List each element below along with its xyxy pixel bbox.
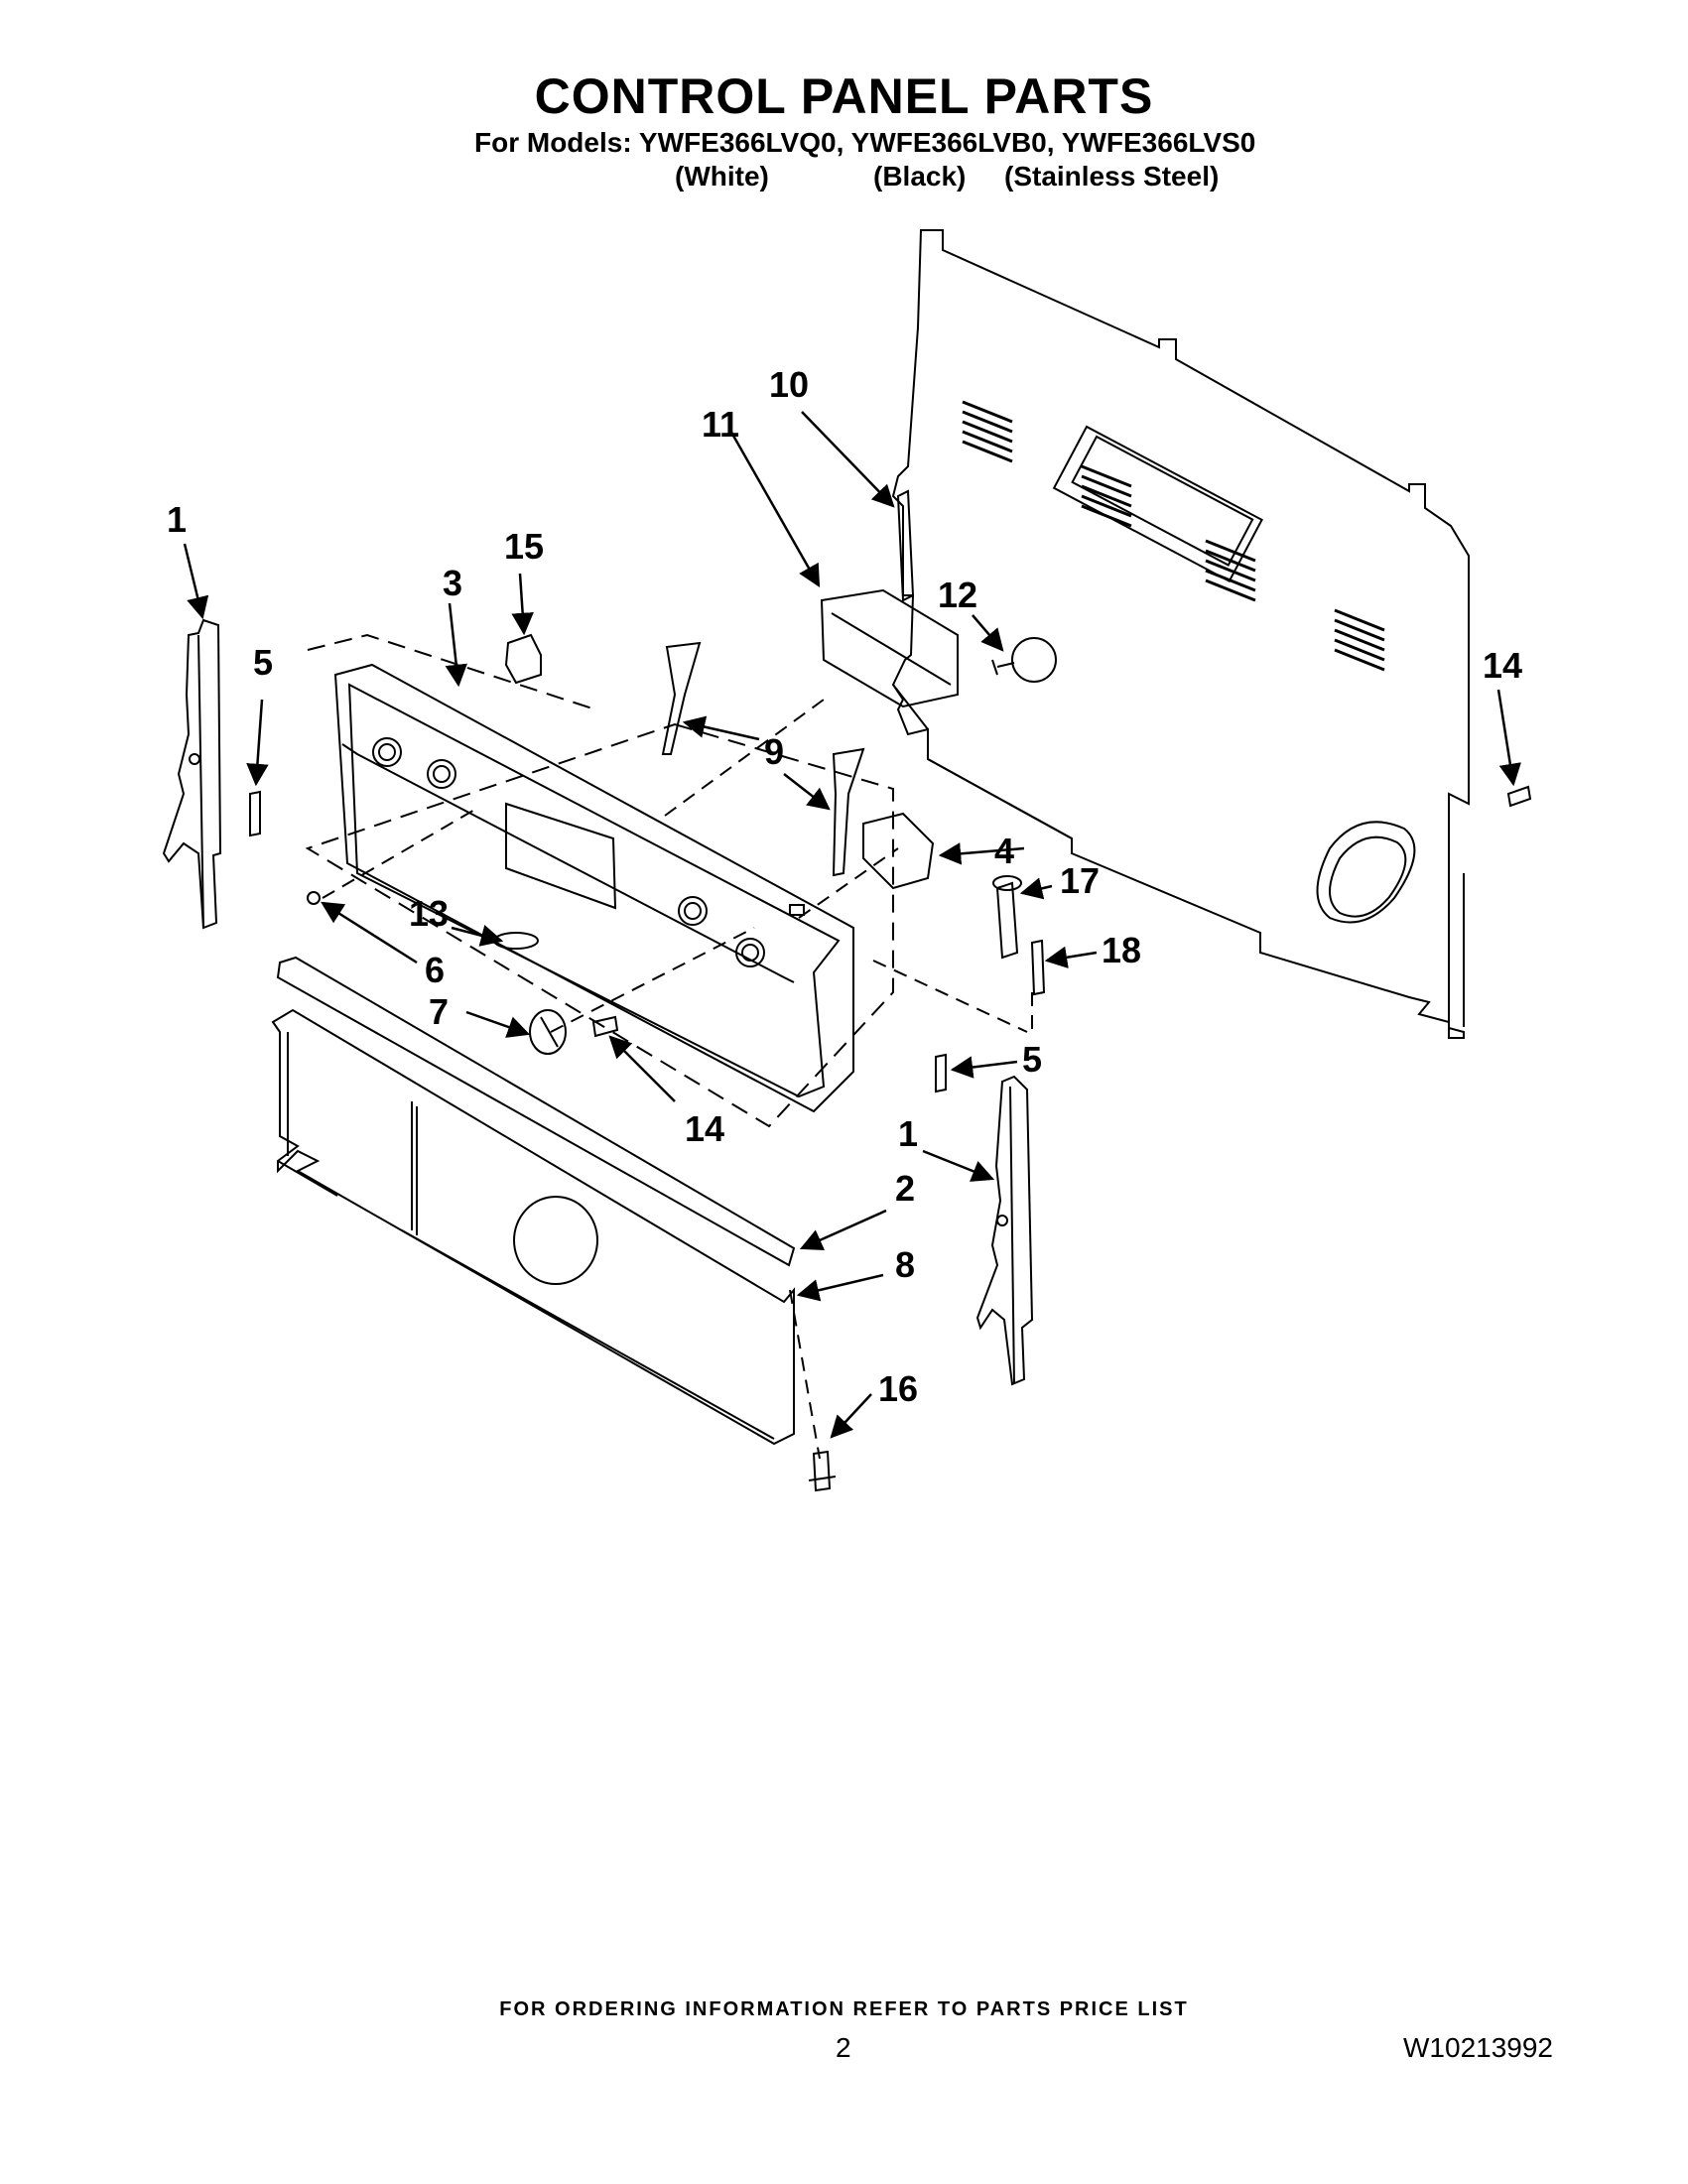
leader-arrows [183, 411, 1521, 1439]
assembly-lines [322, 699, 1033, 1460]
side-bracket-left-drawing [162, 618, 222, 930]
page-number: 2 [836, 2032, 851, 2063]
rear-panel-drawing [891, 229, 1470, 1039]
models-line: For Models: YWFE366LVQ0, YWFE366LVB0, YW… [474, 127, 1256, 158]
side-bracket-right-drawing [975, 1075, 1034, 1386]
callout-14-right: 14 [1483, 645, 1522, 686]
callout-14-center: 14 [685, 1108, 724, 1149]
page-title: CONTROL PANEL PARTS [534, 68, 1154, 124]
callout-7: 7 [429, 991, 449, 1032]
callout-1-left: 1 [167, 499, 187, 540]
variant-white: (White) [675, 161, 769, 192]
callout-1-right: 1 [898, 1113, 918, 1154]
callout-12: 12 [938, 575, 977, 615]
callout-10: 10 [769, 364, 809, 405]
control-panel-drawing [305, 633, 894, 1128]
document-number: W10213992 [1403, 2032, 1554, 2063]
ordering-note: FOR ORDERING INFORMATION REFER TO PARTS … [499, 1998, 1189, 2020]
callout-5-left: 5 [253, 642, 273, 683]
callout-17: 17 [1060, 860, 1100, 901]
variant-black: (Black) [873, 161, 967, 192]
lower-panel-drawing [271, 956, 796, 1446]
callout-15: 15 [504, 526, 544, 567]
callout-13: 13 [409, 893, 449, 934]
rear-panel-vents [962, 400, 1385, 672]
callout-11: 11 [702, 404, 739, 445]
callout-3: 3 [443, 563, 462, 603]
callout-18: 18 [1102, 930, 1141, 970]
callout-4: 4 [994, 831, 1014, 871]
callout-2: 2 [895, 1168, 915, 1209]
callout-6: 6 [425, 950, 445, 990]
callout-8: 8 [895, 1244, 915, 1285]
small-parts-drawing [249, 489, 1532, 1492]
callout-5-right: 5 [1022, 1039, 1042, 1080]
callout-labels: 1 15 3 5 10 11 12 9 4 14 13 6 17 18 7 14… [167, 364, 1522, 1409]
variant-stainless: (Stainless Steel) [1004, 161, 1220, 192]
callout-9: 9 [764, 731, 784, 772]
callout-16: 16 [878, 1368, 918, 1409]
